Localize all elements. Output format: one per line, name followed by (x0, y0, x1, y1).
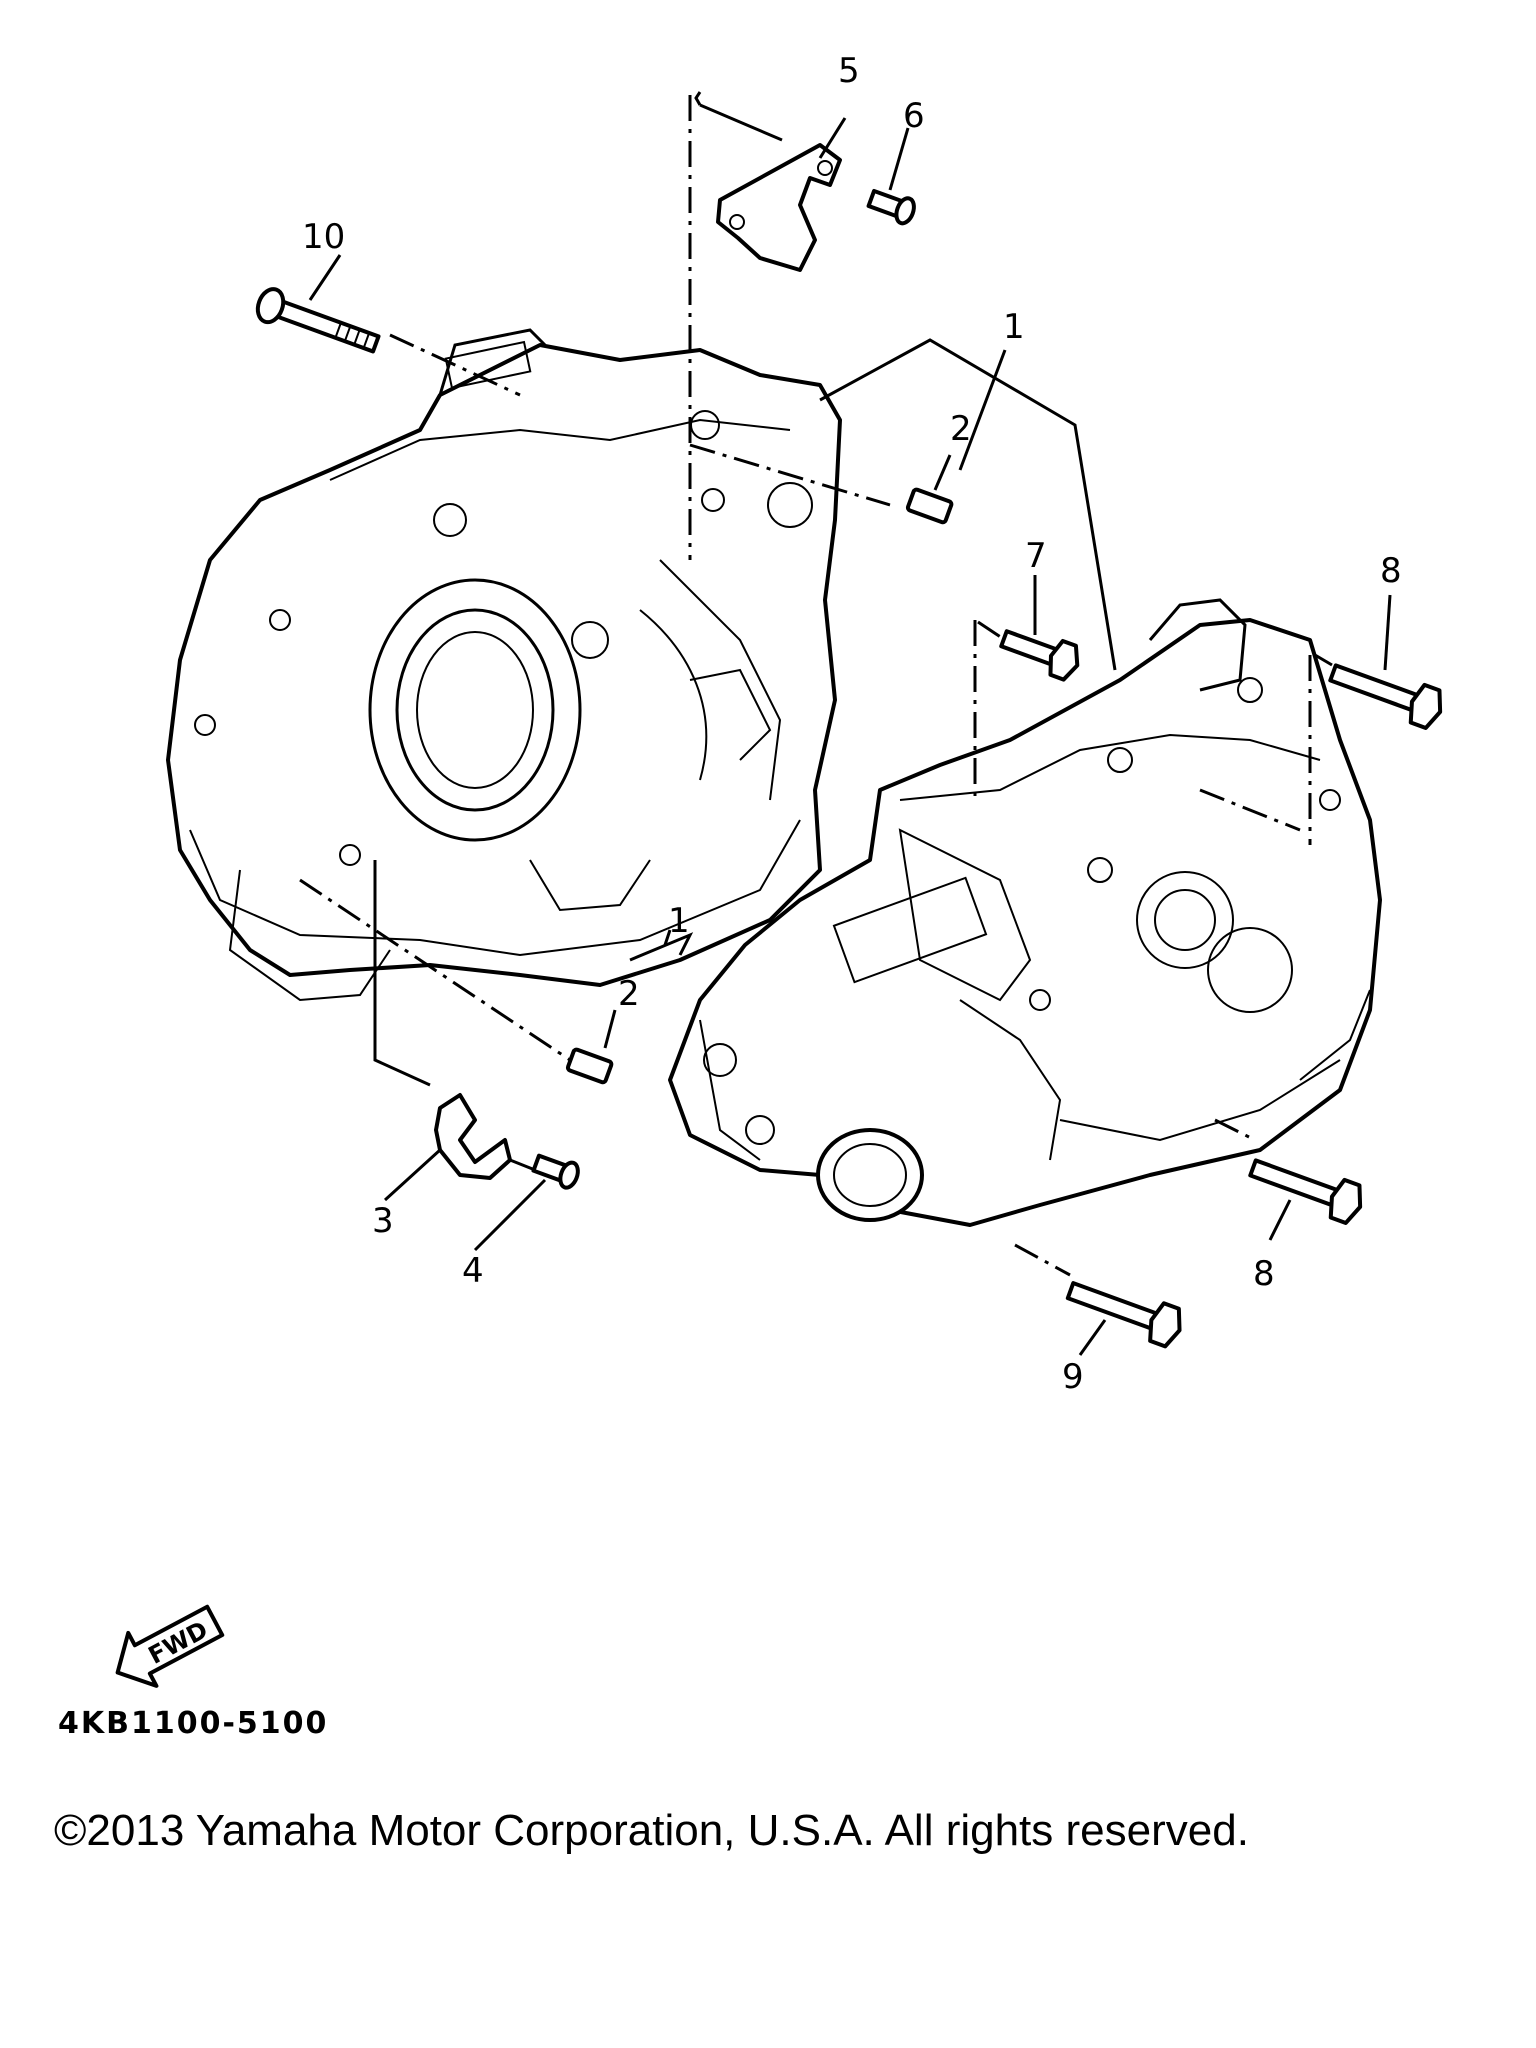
leader-lines (308, 91, 1392, 1356)
part8-bolt-lower (1248, 1158, 1363, 1225)
callout-3: 3 (372, 1201, 394, 1241)
part5-bracket (716, 143, 842, 272)
callout-1-top: 1 (1003, 307, 1025, 347)
callout-8-top: 8 (1380, 551, 1402, 591)
part10-bolt (255, 287, 381, 354)
callout-1-mid: 1 (668, 901, 690, 941)
callout-8-bottom: 8 (1253, 1254, 1275, 1294)
callout-2-top: 2 (950, 409, 972, 449)
part8-bolt-upper (1328, 663, 1443, 730)
copyright-notice: ©2013 Yamaha Motor Corporation, U.S.A. A… (54, 1806, 1249, 1855)
part7-bolt (999, 629, 1080, 682)
part2-dowel-lower (565, 1047, 614, 1085)
part3-bracket (434, 1093, 512, 1180)
callout-4: 4 (462, 1251, 484, 1291)
part4-screw (531, 1153, 580, 1190)
callout-2-mid: 2 (618, 974, 640, 1014)
callout-5: 5 (838, 51, 860, 91)
part9-bolt (1065, 1281, 1182, 1349)
diagram-code: 4KB1100-5100 (58, 1706, 329, 1741)
part2-dowel-upper (905, 487, 954, 525)
callout-10: 10 (302, 217, 345, 257)
callout-9: 9 (1062, 1357, 1084, 1397)
callout-6: 6 (903, 96, 925, 136)
center-lines (299, 95, 1333, 1277)
callout-7: 7 (1025, 536, 1047, 576)
fwd-arrow: FWD (115, 1604, 225, 1688)
part6-screw (866, 188, 916, 226)
left-crankcase (166, 328, 842, 1002)
callouts: 5 6 10 1 2 7 8 1 2 3 4 8 9 (302, 51, 1402, 1397)
right-crankcase (668, 598, 1382, 1227)
